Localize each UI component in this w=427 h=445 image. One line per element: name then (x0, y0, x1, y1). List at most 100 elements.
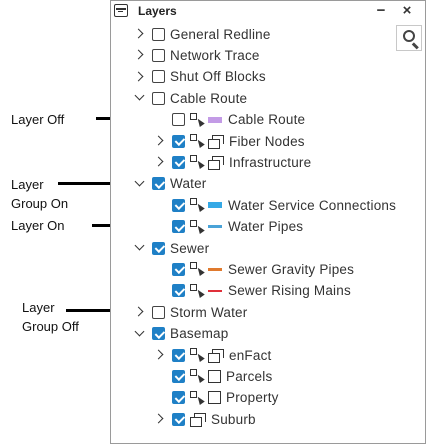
layer-group-icon (190, 412, 206, 427)
layer-visibility-checkbox[interactable] (172, 134, 185, 148)
selectable-icon[interactable] (190, 262, 205, 277)
chevron-right-icon[interactable] (133, 67, 146, 87)
chevron-right-icon[interactable] (153, 131, 166, 151)
selectable-icon[interactable] (190, 155, 205, 170)
layer-label: General Redline (170, 26, 271, 42)
layer-row[interactable]: Sewer Gravity Pipes (153, 259, 354, 279)
layer-row[interactable]: Suburb (153, 409, 256, 429)
layer-row[interactable]: Cable Route (153, 110, 305, 130)
selectable-icon[interactable] (190, 198, 205, 213)
layer-visibility-checkbox[interactable] (172, 113, 185, 127)
layer-label: Sewer Rising Mains (228, 283, 351, 299)
chevron-right-icon[interactable] (153, 345, 166, 365)
panel-title: Layers (138, 4, 177, 18)
chevron-right-icon[interactable] (133, 302, 146, 322)
layer-row[interactable]: Water (133, 174, 207, 194)
layer-visibility-checkbox[interactable] (152, 70, 165, 84)
selectable-icon[interactable] (190, 219, 205, 234)
layer-group-icon (208, 155, 224, 170)
layer-label: Water Pipes (228, 219, 304, 235)
layer-visibility-checkbox[interactable] (152, 27, 165, 41)
layer-row[interactable]: Storm Water (133, 302, 247, 322)
layer-row[interactable]: Sewer (133, 238, 209, 258)
legend-symbol (208, 369, 221, 383)
layer-visibility-checkbox[interactable] (152, 241, 165, 255)
layer-label: Cable Route (228, 112, 306, 128)
layer-row[interactable]: General Redline (133, 24, 271, 44)
layer-row[interactable]: Cable Route (133, 88, 247, 108)
layer-visibility-checkbox[interactable] (152, 91, 165, 105)
layer-row[interactable]: Water Service Connections (153, 195, 396, 215)
layer-row[interactable]: Network Trace (133, 45, 260, 65)
layer-row[interactable]: Fiber Nodes (153, 131, 305, 151)
chevron-right-icon[interactable] (153, 152, 166, 172)
search-icon-handle (412, 42, 419, 50)
annotation-group-off-line2: Group Off (22, 319, 79, 334)
layer-label: Network Trace (170, 47, 260, 63)
layer-visibility-checkbox[interactable] (172, 198, 185, 212)
layer-visibility-checkbox[interactable] (152, 177, 165, 191)
layer-row[interactable]: Basemap (133, 324, 228, 344)
selectable-icon[interactable] (190, 134, 205, 148)
layer-visibility-checkbox[interactable] (172, 412, 185, 426)
legend-symbol (208, 202, 222, 209)
annotation-layer-off: Layer Off (11, 112, 65, 127)
layer-label: Water Service Connections (228, 197, 397, 213)
chevron-right-icon[interactable] (133, 45, 146, 65)
layer-visibility-checkbox[interactable] (172, 348, 185, 362)
chevron-down-icon[interactable] (133, 174, 146, 194)
layer-row[interactable]: Infrastructure (153, 152, 311, 172)
layer-visibility-checkbox[interactable] (172, 220, 185, 234)
layer-row[interactable]: enFact (153, 345, 271, 365)
close-button[interactable]: × (402, 2, 412, 19)
legend-symbol (208, 268, 222, 271)
selectable-icon[interactable] (190, 283, 205, 298)
layer-label: Basemap (170, 326, 229, 342)
legend-symbol (208, 391, 221, 405)
minimize-button[interactable]: − (376, 2, 386, 19)
layer-visibility-checkbox[interactable] (152, 48, 165, 62)
panel-titlebar: Layers − × (111, 1, 425, 23)
layer-visibility-checkbox[interactable] (172, 262, 185, 276)
layer-label: Water (170, 176, 207, 192)
chevron-down-icon[interactable] (133, 88, 146, 108)
layer-label: Infrastructure (229, 154, 312, 170)
legend-symbol (208, 225, 222, 228)
selectable-icon[interactable] (190, 369, 205, 384)
selectable-icon[interactable] (190, 112, 205, 127)
search-icon (403, 30, 415, 42)
layer-label: Sewer Gravity Pipes (228, 261, 355, 277)
layer-visibility-checkbox[interactable] (172, 284, 185, 298)
layer-label: Shut Off Blocks (170, 69, 266, 85)
chevron-down-icon[interactable] (133, 238, 146, 258)
layer-visibility-checkbox[interactable] (152, 327, 165, 341)
layer-visibility-checkbox[interactable] (172, 391, 185, 405)
layer-visibility-checkbox[interactable] (172, 155, 185, 169)
layer-row[interactable]: Property (153, 388, 279, 408)
layer-label: Fiber Nodes (229, 133, 305, 149)
layer-label: enFact (229, 347, 272, 363)
layer-row[interactable]: Parcels (153, 366, 272, 386)
annotation-group-on-line2: Group On (11, 196, 69, 211)
layer-row[interactable]: Sewer Rising Mains (153, 281, 351, 301)
selectable-icon[interactable] (190, 390, 205, 405)
layer-visibility-checkbox[interactable] (172, 369, 185, 383)
layer-label: Property (226, 390, 279, 406)
chevron-right-icon[interactable] (133, 24, 146, 44)
annotation-layer-on: Layer On (11, 218, 65, 233)
search-button[interactable] (396, 25, 422, 51)
layer-visibility-checkbox[interactable] (152, 305, 165, 319)
annotation-group-off-line1: Layer (22, 300, 55, 315)
layer-label: Cable Route (170, 90, 248, 106)
layer-label: Sewer (170, 240, 210, 256)
layer-group-icon (208, 134, 224, 149)
selectable-icon[interactable] (190, 348, 205, 362)
chevron-down-icon[interactable] (133, 324, 146, 344)
layer-group-icon (208, 348, 224, 363)
layer-label: Parcels (226, 368, 273, 384)
layers-list-icon (114, 4, 128, 17)
layer-row[interactable]: Water Pipes (153, 217, 303, 237)
chevron-right-icon[interactable] (153, 409, 166, 429)
layer-row[interactable]: Shut Off Blocks (133, 67, 266, 87)
